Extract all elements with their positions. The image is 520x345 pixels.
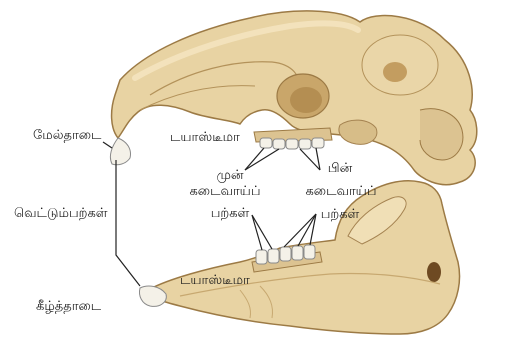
lower-premolar-2 [268, 249, 279, 263]
lower-molar-1 [280, 247, 291, 261]
auditory-bulla [339, 120, 377, 144]
upper-skull [112, 11, 477, 185]
label-molar-2: கடைவாய்ப் [296, 184, 386, 199]
upper-molar-1 [286, 139, 298, 149]
leader-premolar-up-1 [245, 148, 264, 170]
upper-premolar-1 [260, 138, 272, 148]
label-incisors: வெட்டும்பற்கள் [14, 206, 108, 221]
lower-molar-3 [304, 245, 315, 259]
upper-cheek-teeth [260, 138, 324, 149]
leader-premolar-up-2 [245, 149, 279, 170]
leader-upper-jaw [103, 142, 112, 148]
label-upper-jaw: மேல்தாடை [33, 128, 101, 143]
upper-molar-3 [312, 138, 324, 148]
label-diastema-upper: டயாஸ்டீமா [170, 130, 240, 145]
leader-incisors [116, 160, 140, 286]
eye-socket-inner [290, 87, 322, 113]
temporal-fossa [383, 62, 407, 82]
upper-premolar-2 [273, 139, 285, 149]
label-molar-1: பின் [300, 161, 380, 176]
label-premolar-1: முன் [190, 168, 270, 183]
upper-molar-2 [299, 139, 311, 149]
mandible-foramen [427, 262, 441, 282]
upper-incisor [110, 138, 130, 165]
label-molar-3: பற்கள் [300, 207, 380, 222]
lower-premolar-1 [256, 250, 267, 264]
lower-molar-2 [292, 246, 303, 260]
label-premolar-3: பற்கள் [190, 206, 270, 221]
label-premolar-2: கடைவாய்ப் [180, 184, 270, 199]
label-diastema-lower: டயாஸ்டீமா [180, 273, 250, 288]
label-lower-jaw: கீழ்த்தாடை [36, 299, 101, 314]
